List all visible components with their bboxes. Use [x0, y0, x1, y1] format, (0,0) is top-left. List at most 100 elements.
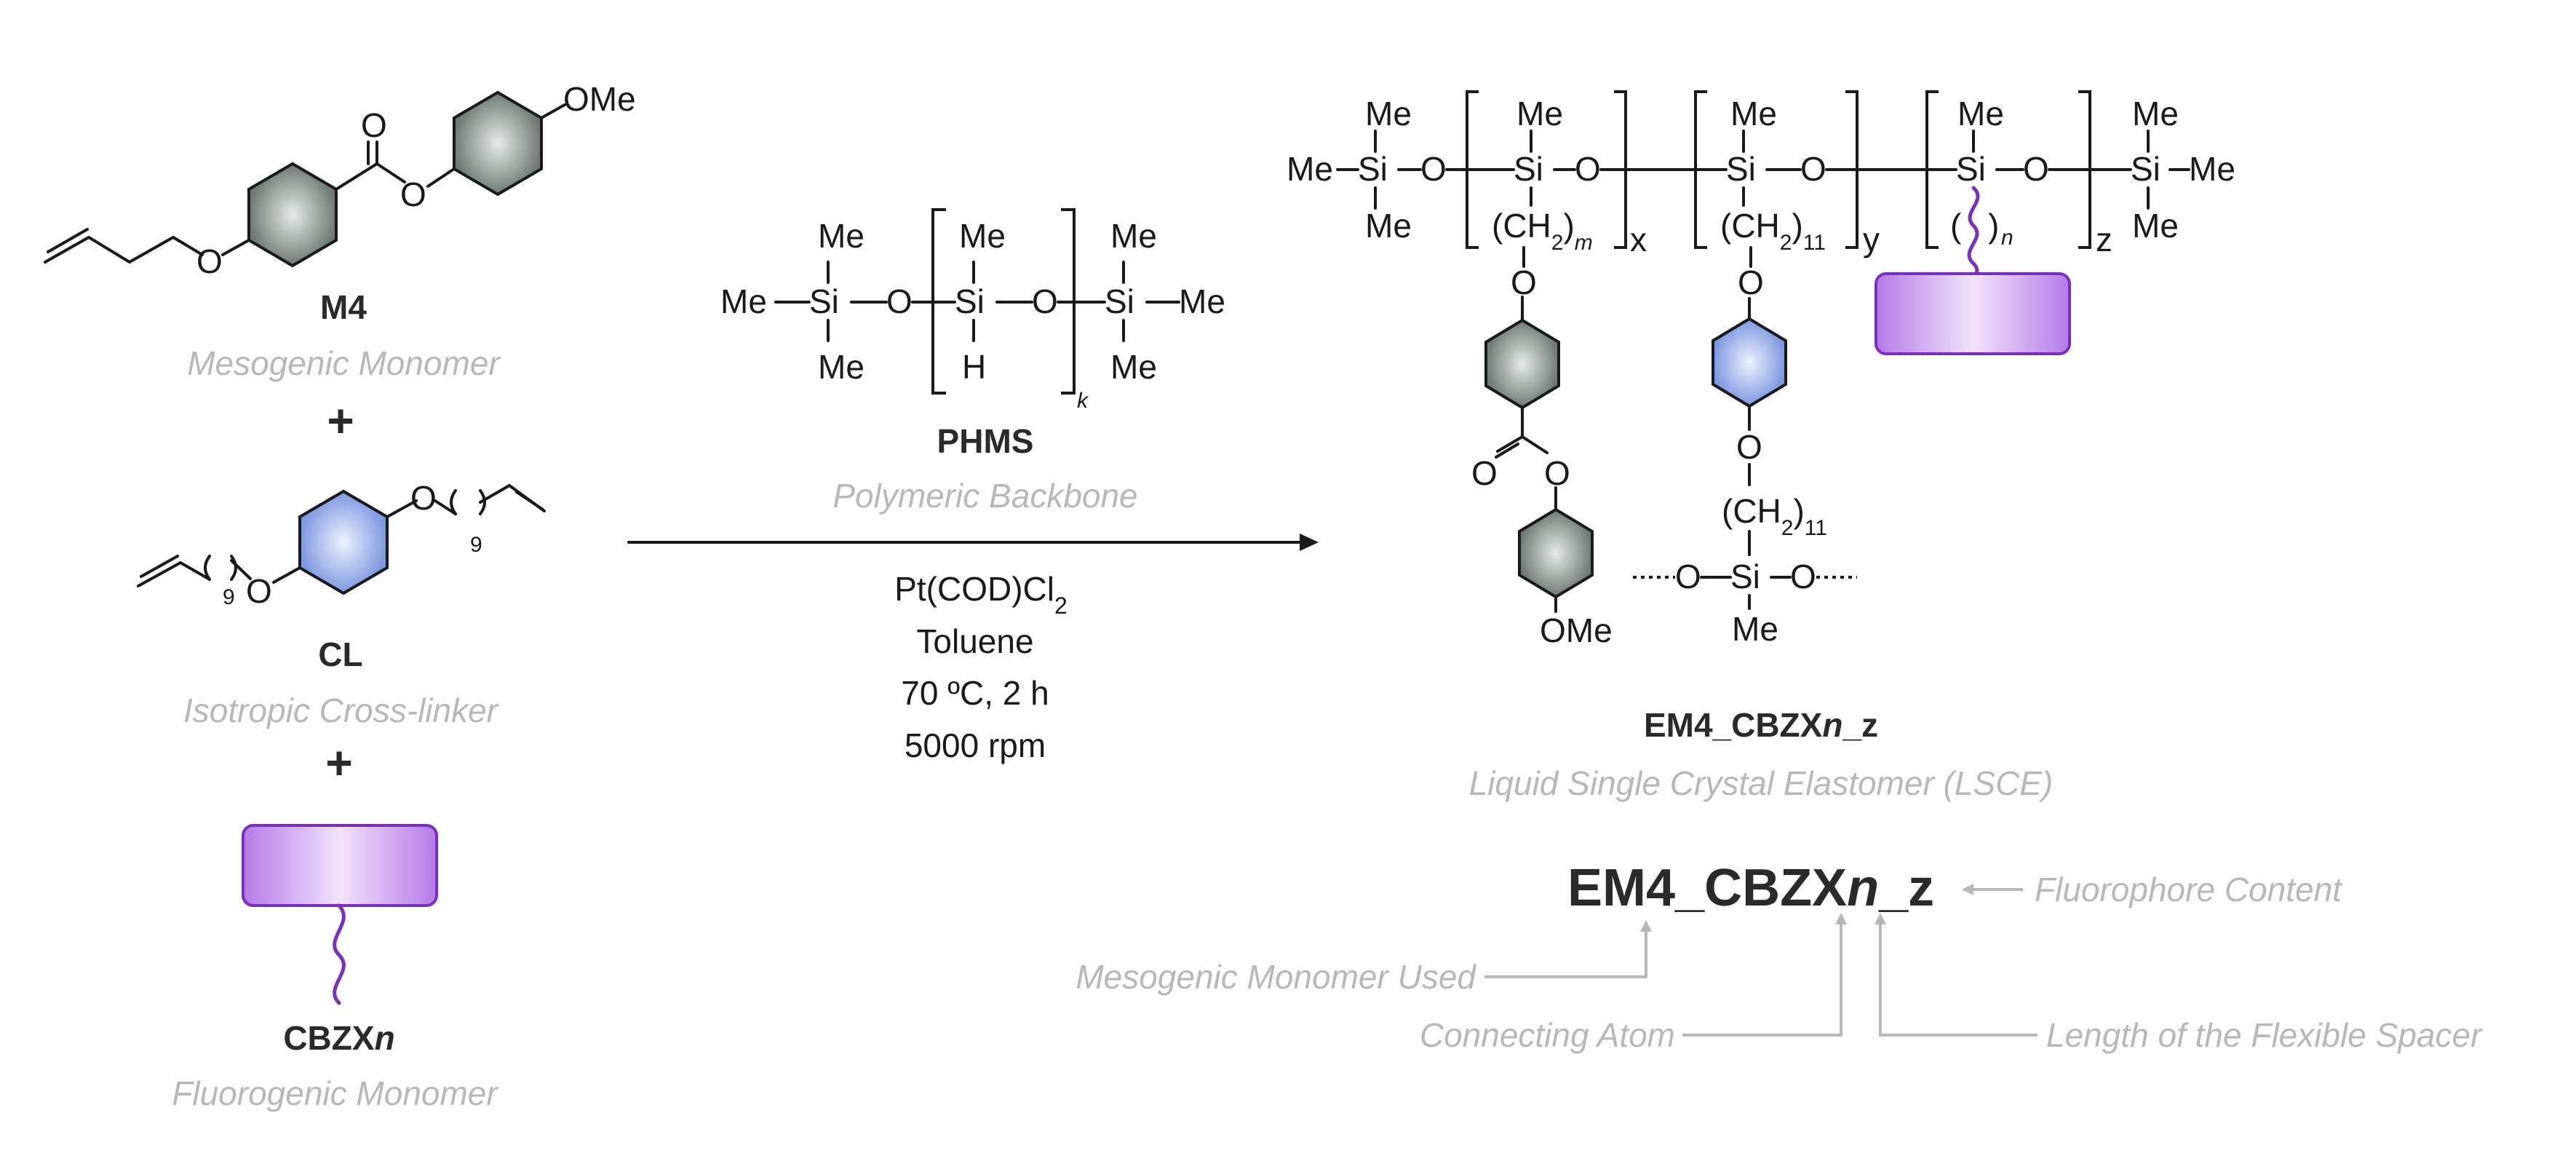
- cl-label: CL: [318, 635, 362, 673]
- cl-structure: 9 O O 9: [137, 479, 546, 610]
- prod-si-z-me: Me: [1957, 95, 2004, 132]
- prod-si-y-me: Me: [1730, 95, 1777, 132]
- stirring-speed: 5000 rpm: [905, 726, 1046, 764]
- phms-si1-me-bottom: Me: [818, 348, 864, 386]
- m4-carbonyl-o: O: [361, 106, 387, 144]
- m4-caption: Mesogenic Monomer: [187, 344, 501, 382]
- prod-bracket-y-left: [1694, 90, 1707, 249]
- prod-fluorophore-box: [1875, 272, 2071, 355]
- prod-z-repeat-n: n: [2001, 226, 2014, 250]
- annot-connecting-atom: Connecting Atom: [1420, 1016, 1675, 1054]
- product-structure: Me Si Me Me O Si Me (CH2)m O x O O O: [1287, 90, 2235, 649]
- phms-bracket-right: [1061, 208, 1076, 395]
- prod-y-ring: [1712, 317, 1787, 408]
- prod-x-ring-1: [1484, 318, 1560, 410]
- prod-si-z: Si: [1956, 150, 1986, 188]
- plus-sign-1: +: [327, 395, 354, 447]
- prod-crosslink-o-left: O: [1675, 558, 1701, 595]
- phms-label: PHMS: [937, 422, 1034, 460]
- product-caption: Liquid Single Crystal Elastomer (LSCE): [1469, 764, 2054, 802]
- m4-ome: OMe: [563, 80, 636, 118]
- prod-repeat-z: z: [2096, 221, 2112, 258]
- prod-bracket-z-right: [2078, 90, 2091, 249]
- m4-structure: O O O OMe: [44, 80, 636, 280]
- arrow-mesogenic-monomer: [1484, 920, 1652, 978]
- cl-left-repeat: 9: [223, 585, 235, 609]
- prod-si-end-right: Si: [2131, 150, 2160, 188]
- prod-repeat-y: y: [1863, 221, 1880, 258]
- m4-label: M4: [320, 288, 367, 326]
- prod-x-carbonyl-o: O: [1471, 454, 1498, 492]
- prod-si-end-right-me-top: Me: [2132, 95, 2179, 132]
- m4-ether-o: O: [196, 242, 223, 280]
- phms-si-2: Si: [955, 282, 985, 320]
- phms-si2-me: Me: [959, 217, 1006, 255]
- prod-bracket-x-left: [1466, 90, 1479, 249]
- prod-o-z: O: [2023, 150, 2049, 188]
- prod-spacer-11-top: (CH2)11: [1720, 207, 1826, 255]
- prod-o-x: O: [1575, 150, 1601, 188]
- catalyst: Pt(COD)Cl2: [894, 570, 1068, 619]
- cl-ring: [298, 489, 389, 595]
- prod-me-left: Me: [1287, 150, 1333, 188]
- annot-mesogenic-monomer-used: Mesogenic Monomer Used: [1076, 958, 1476, 996]
- prod-si-y: Si: [1726, 150, 1756, 188]
- cl-left-o: O: [246, 572, 272, 610]
- prod-si-end-left: Si: [1358, 150, 1388, 188]
- phms-o-2: O: [1032, 282, 1058, 320]
- prod-spacer-m: (CH2)m: [1492, 207, 1593, 255]
- prod-si-end-left-me-bottom: Me: [1365, 207, 1412, 245]
- cbzx-label: CBZXn: [283, 1019, 394, 1057]
- cl-caption: Isotropic Cross-linker: [183, 692, 499, 729]
- product-label: EM4_CBZXn_z: [1644, 706, 1878, 744]
- prod-crosslink-si: Si: [1730, 558, 1760, 595]
- plus-sign-2: +: [325, 737, 352, 789]
- phms-si3-me-bottom: Me: [1110, 348, 1157, 386]
- prod-x-ring-2: [1518, 507, 1594, 599]
- temperature-time: 70 ºC, 2 h: [901, 674, 1049, 712]
- prod-bracket-z-left: [1925, 90, 1939, 249]
- m4-ring-2: [453, 90, 543, 197]
- reaction-arrow: [627, 534, 1319, 551]
- solvent: Toluene: [916, 622, 1033, 660]
- prod-z-paren-close: ): [1988, 207, 1999, 245]
- prod-me-right: Me: [2189, 150, 2235, 188]
- phms-si3-me-top: Me: [1110, 217, 1157, 255]
- m4-ring-1: [247, 162, 338, 268]
- nomenclature-label: EM4_CBZXn_z: [1567, 859, 1934, 917]
- arrow-connecting-atom: [1682, 913, 1847, 1037]
- prod-x-ome: OMe: [1540, 611, 1613, 649]
- prod-o-1: O: [1420, 150, 1447, 188]
- prod-si-x: Si: [1514, 150, 1543, 188]
- m4-ester-o: O: [400, 175, 426, 213]
- prod-x-ester-o: O: [1544, 454, 1570, 492]
- cbzx-caption: Fluorogenic Monomer: [172, 1074, 498, 1112]
- prod-o-y: O: [1800, 150, 1826, 188]
- annot-spacer-length: Length of the Flexible Spacer: [2046, 1016, 2483, 1054]
- phms-bracket-left: [931, 208, 946, 395]
- phms-repeat-k: k: [1077, 389, 1089, 413]
- prod-crosslink-o-right: O: [1790, 558, 1816, 595]
- phms-si-1: Si: [809, 282, 839, 320]
- phms-caption: Polymeric Backbone: [832, 477, 1137, 515]
- phms-si2-h: H: [962, 348, 986, 386]
- prod-y-ether-o-bottom: O: [1736, 428, 1762, 466]
- prod-y-ether-o-top: O: [1738, 264, 1764, 301]
- prod-repeat-x: x: [1630, 221, 1647, 258]
- phms-si-3: Si: [1105, 282, 1134, 320]
- prod-si-end-left-me-top: Me: [1365, 95, 1412, 132]
- cbzx-structure: [242, 824, 438, 1005]
- prod-si-x-me: Me: [1516, 95, 1563, 132]
- fluorophore-box: [242, 824, 438, 907]
- cl-right-o: O: [410, 479, 437, 517]
- phms-o-1: O: [886, 282, 913, 320]
- phms-si1-me-top: Me: [818, 217, 864, 255]
- prod-crosslink-me: Me: [1732, 610, 1778, 648]
- phms-me-right: Me: [1179, 282, 1225, 320]
- prod-x-ether-o: O: [1511, 264, 1537, 301]
- prod-spacer-11-bottom: (CH2)11: [1722, 492, 1827, 540]
- cl-right-repeat: 9: [470, 533, 482, 557]
- prod-z-paren-open: (: [1950, 207, 1962, 245]
- prod-si-end-right-me-bottom: Me: [2132, 207, 2179, 245]
